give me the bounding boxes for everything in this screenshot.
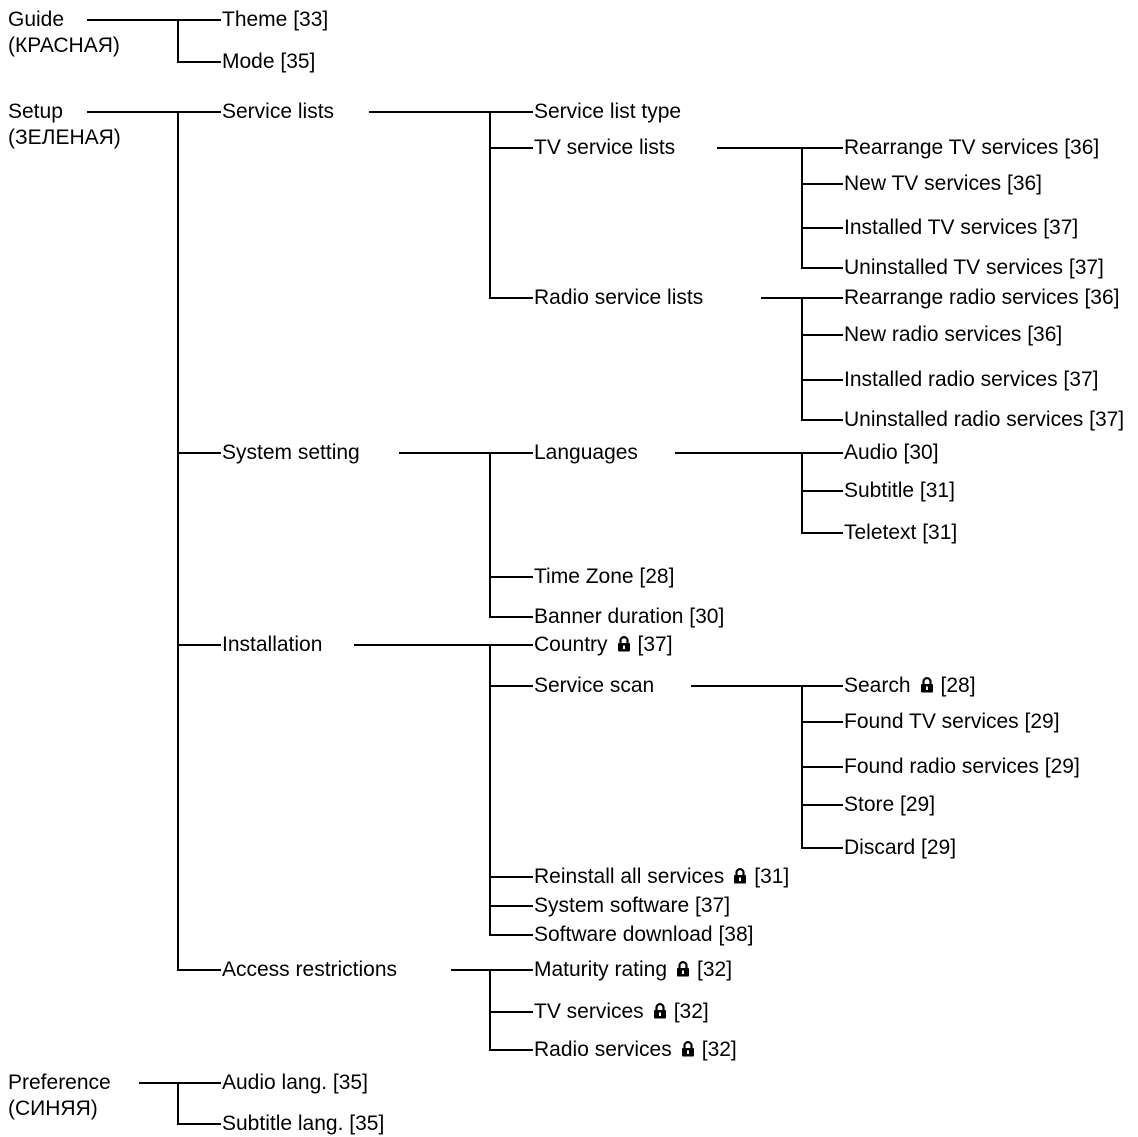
padlock-icon <box>734 868 747 884</box>
language-audio: Audio [30] <box>844 441 939 464</box>
search-ref: [28] <box>940 674 976 697</box>
guide-mode: Mode [35] <box>222 50 316 73</box>
service-lists: Service lists <box>222 100 335 123</box>
padlock-icon <box>653 1003 666 1019</box>
installed-tv-services: Installed TV services [37] <box>844 216 1079 239</box>
software-download: Software download [38] <box>534 923 754 946</box>
uninstalled-radio-services: Uninstalled radio services [37] <box>844 408 1125 431</box>
store: Store [29] <box>844 793 936 816</box>
tv-services: TV services [32] <box>534 1000 709 1024</box>
guide-color-label: (КРАСНАЯ) <box>8 34 120 57</box>
guide-node: Guide (КРАСНАЯ) <box>8 7 120 59</box>
radio-service-lists: Radio service lists <box>534 286 704 309</box>
tv-services-label: TV services <box>534 1000 644 1023</box>
rearrange-radio-services: Rearrange radio services [36] <box>844 286 1120 309</box>
reinstall-ref: [31] <box>754 865 790 888</box>
tv-service-lists: TV service lists <box>534 136 676 159</box>
radio-services-ref: [32] <box>701 1038 737 1061</box>
service-scan: Service scan <box>534 674 655 697</box>
tv-services-ref: [32] <box>673 1000 709 1023</box>
preference-label: Preference <box>8 1071 111 1094</box>
padlock-icon <box>677 961 690 977</box>
found-radio-services: Found radio services [29] <box>844 755 1080 778</box>
access-restrictions: Access restrictions <box>222 958 398 981</box>
preference-color-label: (СИНЯЯ) <box>8 1097 98 1120</box>
subtitle-lang: Subtitle lang. [35] <box>222 1112 385 1135</box>
new-tv-services: New TV services [36] <box>844 172 1043 195</box>
service-list-type: Service list type <box>534 100 682 123</box>
maturity-rating: Maturity rating [32] <box>534 958 732 982</box>
setup-label: Setup <box>8 100 63 123</box>
radio-services-label: Radio services <box>534 1038 672 1061</box>
setup-node: Setup (ЗЕЛЕНАЯ) <box>8 99 121 151</box>
reinstall-all-services: Reinstall all services [31] <box>534 865 789 889</box>
language-teletext: Teletext [31] <box>844 521 958 544</box>
reinstall-label: Reinstall all services <box>534 865 725 888</box>
country: Country [37] <box>534 633 673 657</box>
uninstalled-tv-services: Uninstalled TV services [37] <box>844 256 1104 279</box>
installation: Installation <box>222 633 323 656</box>
maturity-label: Maturity rating <box>534 958 668 981</box>
setup-color-label: (ЗЕЛЕНАЯ) <box>8 126 121 149</box>
languages: Languages <box>534 441 638 464</box>
radio-services: Radio services [32] <box>534 1038 737 1062</box>
found-tv-services: Found TV services [29] <box>844 710 1060 733</box>
new-radio-services: New radio services [36] <box>844 323 1063 346</box>
preference-node: Preference (СИНЯЯ) <box>8 1070 111 1122</box>
audio-lang: Audio lang. [35] <box>222 1071 368 1094</box>
system-setting: System setting <box>222 441 360 464</box>
padlock-icon <box>920 677 933 693</box>
language-subtitle: Subtitle [31] <box>844 479 955 502</box>
banner-duration: Banner duration [30] <box>534 605 725 628</box>
padlock-icon <box>617 636 630 652</box>
search-label: Search <box>844 674 911 697</box>
system-software: System software [37] <box>534 894 731 917</box>
maturity-ref: [32] <box>697 958 733 981</box>
country-ref: [37] <box>637 633 673 656</box>
guide-theme: Theme [33] <box>222 8 329 31</box>
search: Search [28] <box>844 674 976 698</box>
rearrange-tv-services: Rearrange TV services [36] <box>844 136 1100 159</box>
discard: Discard [29] <box>844 836 957 859</box>
time-zone: Time Zone [28] <box>534 565 675 588</box>
country-label: Country <box>534 633 608 656</box>
padlock-icon <box>681 1041 694 1057</box>
installed-radio-services: Installed radio services [37] <box>844 368 1099 391</box>
guide-label: Guide <box>8 8 65 31</box>
